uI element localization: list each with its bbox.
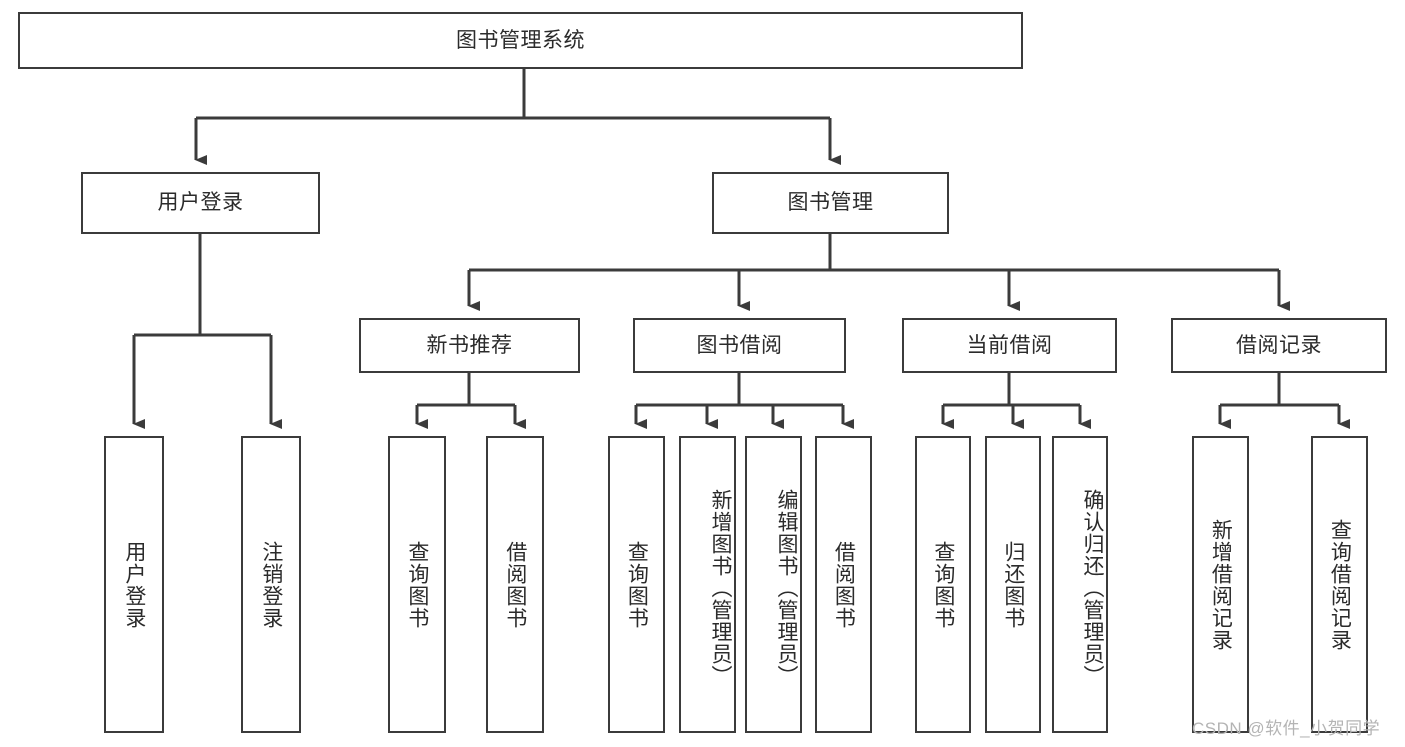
node-root[interactable]: 图书管理系统 <box>18 12 1023 69</box>
node-label: 新增图书（管理员） <box>709 488 732 687</box>
node-label: 查询图书 <box>625 540 649 629</box>
node-label: 当前借阅 <box>966 333 1053 357</box>
node-label: 图书管理 <box>787 191 874 215</box>
node-label: 借阅记录 <box>1236 333 1322 357</box>
leaf-confirm-return-admin[interactable]: 确认归还（管理员） <box>1052 436 1108 733</box>
node-label: 确认归还（管理员） <box>1081 488 1104 687</box>
node-label: 借阅图书 <box>503 540 527 629</box>
leaf-borrow-books-recommend[interactable]: 借阅图书 <box>486 436 544 733</box>
node-user-login[interactable]: 用户登录 <box>81 172 320 234</box>
csdn-watermark: CSDN @软件_小贺同学 <box>1192 719 1381 738</box>
node-book-management[interactable]: 图书管理 <box>712 172 949 234</box>
node-label: 图书借阅 <box>696 333 783 357</box>
leaf-add-borrow-record[interactable]: 新增借阅记录 <box>1192 436 1249 733</box>
leaf-edit-book-admin[interactable]: 编辑图书（管理员） <box>745 436 802 733</box>
node-label: 查询借阅记录 <box>1328 518 1352 651</box>
node-book-borrow[interactable]: 图书借阅 <box>633 318 846 373</box>
node-borrow-records[interactable]: 借阅记录 <box>1171 318 1387 373</box>
leaf-user-login[interactable]: 用户登录 <box>104 436 164 733</box>
leaf-query-books-current[interactable]: 查询图书 <box>915 436 971 733</box>
leaf-logout-login[interactable]: 注销登录 <box>241 436 301 733</box>
node-current-borrow[interactable]: 当前借阅 <box>902 318 1117 373</box>
leaf-query-borrow-record[interactable]: 查询借阅记录 <box>1311 436 1368 733</box>
node-new-book-recommend[interactable]: 新书推荐 <box>359 318 580 373</box>
node-label: 图书管理系统 <box>456 28 585 52</box>
node-label: 用户登录 <box>157 191 244 215</box>
node-label: 新书推荐 <box>426 333 513 357</box>
node-label: 借阅图书 <box>832 540 856 629</box>
node-label: 查询图书 <box>931 540 955 629</box>
leaf-return-books[interactable]: 归还图书 <box>985 436 1041 733</box>
node-label: 编辑图书（管理员） <box>775 488 798 687</box>
node-label: 注销登录 <box>259 540 283 629</box>
leaf-borrow-books[interactable]: 借阅图书 <box>815 436 872 733</box>
node-label: 新增借阅记录 <box>1209 518 1233 651</box>
leaf-add-book-admin[interactable]: 新增图书（管理员） <box>679 436 736 733</box>
node-label: 查询图书 <box>405 540 429 629</box>
node-label: 用户登录 <box>122 540 146 629</box>
leaf-query-books-recommend[interactable]: 查询图书 <box>388 436 446 733</box>
leaf-query-books-borrow[interactable]: 查询图书 <box>608 436 665 733</box>
node-label: 归还图书 <box>1001 540 1025 629</box>
